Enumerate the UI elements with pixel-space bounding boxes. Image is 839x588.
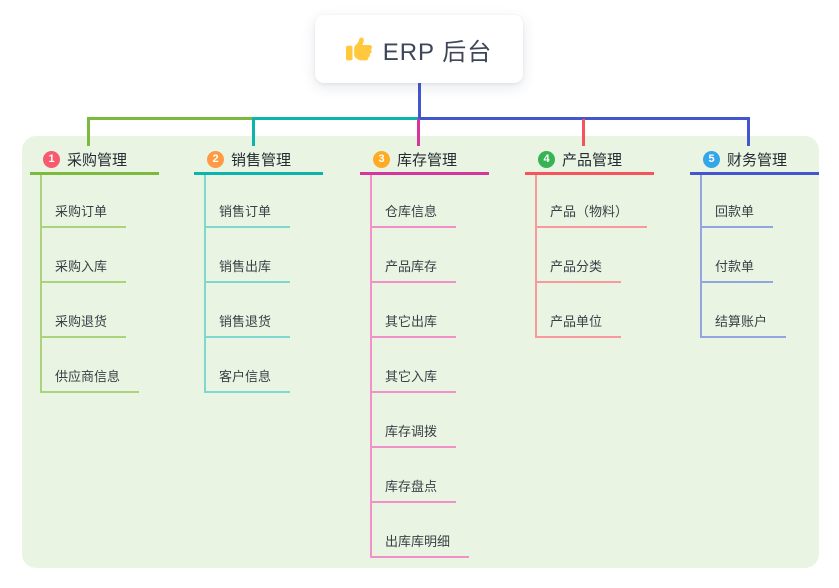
connector-root-vertical: [418, 83, 421, 117]
child-node[interactable]: 出库库明细: [370, 503, 470, 558]
branch-children: 回款单 付款单 结算账户: [700, 173, 787, 338]
branch-title-product[interactable]: 4 产品管理: [525, 146, 654, 175]
root-title: ERP 后台: [382, 38, 493, 66]
child-node[interactable]: 库存盘点: [370, 448, 457, 503]
branch-title-sales[interactable]: 2 销售管理: [194, 146, 323, 175]
branch-spine-line: [40, 175, 42, 393]
branch-number-badge: 5: [703, 150, 720, 168]
branch-number-badge: 4: [538, 150, 555, 168]
branch-title-label: 产品管理: [562, 151, 623, 169]
branch-spine-line: [204, 175, 206, 393]
child-node[interactable]: 产品单位: [535, 283, 622, 338]
child-node[interactable]: 仓库信息: [370, 173, 457, 228]
child-node[interactable]: 采购退货: [40, 283, 127, 338]
child-node[interactable]: 销售出库: [204, 228, 291, 283]
child-node[interactable]: 付款单: [700, 228, 774, 283]
child-node[interactable]: 其它出库: [370, 283, 457, 338]
child-node[interactable]: 产品分类: [535, 228, 622, 283]
branch-children: 产品（物料） 产品分类 产品单位: [535, 173, 648, 338]
branch-product-management: 4 产品管理 产品（物料） 产品分类 产品单位: [525, 146, 675, 338]
branch-inventory-management: 3 库存管理 仓库信息 产品库存 其它出库 其它入库 库存调拨 库存盘点 出库库…: [360, 146, 510, 558]
connector-bus-teal: [252, 117, 418, 120]
child-node[interactable]: 销售订单: [204, 173, 291, 228]
branch-title-purchase[interactable]: 1 采购管理: [30, 146, 159, 175]
child-node[interactable]: 其它入库: [370, 338, 457, 393]
branch-sales-management: 2 销售管理 销售订单 销售出库 销售退货 客户信息: [194, 146, 344, 393]
branch-children: 仓库信息 产品库存 其它出库 其它入库 库存调拨 库存盘点 出库库明细: [370, 173, 470, 558]
branch-number-badge: 2: [207, 150, 224, 168]
branch-number-badge: 1: [43, 150, 60, 168]
connector-drop-purchase: [87, 119, 90, 146]
branch-title-inventory[interactable]: 3 库存管理: [360, 146, 489, 175]
branch-title-label: 库存管理: [397, 151, 458, 169]
branches-panel-background: [22, 136, 819, 568]
connector-drop-sales: [252, 119, 255, 146]
branch-number-badge: 3: [373, 150, 390, 168]
child-node[interactable]: 库存调拨: [370, 393, 457, 448]
branch-spine-line: [370, 175, 372, 558]
branch-title-label: 财务管理: [727, 151, 788, 169]
connector-drop-finance: [747, 119, 750, 146]
connector-drop-product: [582, 119, 585, 146]
branch-title-label: 销售管理: [231, 151, 292, 169]
child-node[interactable]: 销售退货: [204, 283, 291, 338]
connector-drop-inventory: [417, 119, 420, 146]
branch-children: 销售订单 销售出库 销售退货 客户信息: [204, 173, 291, 393]
child-node[interactable]: 回款单: [700, 173, 774, 228]
child-node[interactable]: 采购订单: [40, 173, 127, 228]
branch-purchase-management: 1 采购管理 采购订单 采购入库 采购退货 供应商信息: [30, 146, 180, 393]
branch-children: 采购订单 采购入库 采购退货 供应商信息: [40, 173, 140, 393]
child-node[interactable]: 产品（物料）: [535, 173, 648, 228]
branch-finance-management: 5 财务管理 回款单 付款单 结算账户: [690, 146, 839, 338]
child-node[interactable]: 供应商信息: [40, 338, 140, 393]
connector-bus-green: [87, 117, 252, 120]
child-node[interactable]: 采购入库: [40, 228, 127, 283]
thumbs-up-icon: [345, 37, 372, 61]
child-node[interactable]: 结算账户: [700, 283, 787, 338]
branch-title-finance[interactable]: 5 财务管理: [690, 146, 819, 175]
branch-spine-line: [535, 175, 537, 338]
root-node[interactable]: ERP 后台: [315, 15, 523, 83]
connector-bus-blue: [418, 117, 750, 120]
branch-title-label: 采购管理: [67, 151, 128, 169]
branch-spine-line: [700, 175, 702, 338]
child-node[interactable]: 客户信息: [204, 338, 291, 393]
child-node[interactable]: 产品库存: [370, 228, 457, 283]
